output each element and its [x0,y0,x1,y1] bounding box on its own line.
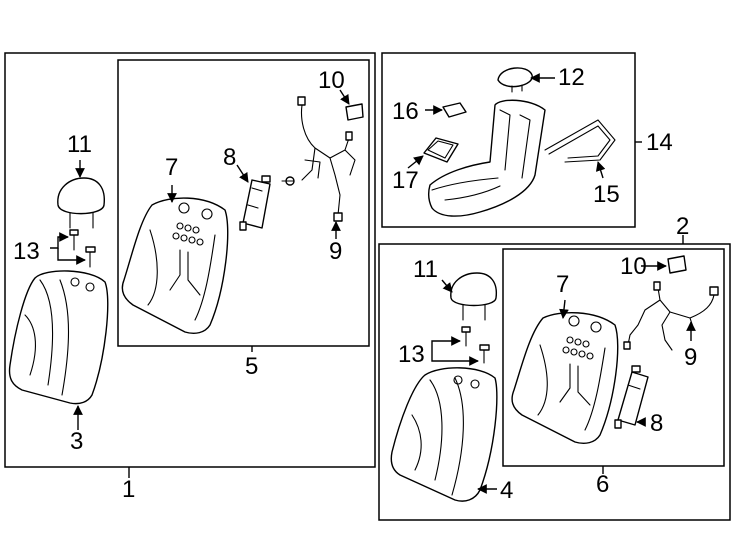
callout-10-top: 10 [318,67,345,94]
callout-17: 17 [392,167,419,194]
headrest-part-11-right [450,272,498,321]
callout-7-right: 7 [556,271,569,298]
leader-lines [50,73,696,494]
assembly-2-box [378,243,731,521]
seat-back-cover-part-4 [390,367,498,502]
callout-13-right: 13 [398,341,425,368]
bracket-wire-part-15 [544,119,616,163]
callout-8-right: 8 [650,410,663,437]
module-part-8-right [614,365,649,429]
callout-3: 3 [70,428,83,455]
assembly-5-box [117,59,370,347]
callout-1: 1 [122,476,135,503]
bolt-part-13-right [461,326,490,364]
callout-16: 16 [392,98,419,125]
assembly-1-box [4,52,376,468]
callout-14: 14 [646,129,673,156]
callout-4: 4 [500,477,513,504]
callout-10-right: 10 [620,253,647,280]
module-part-8-top [239,175,271,231]
seat-back-frame-part-7-top [121,197,229,334]
wiring-harness-part-9-right [623,281,719,351]
callout-11-left: 11 [67,131,92,158]
seat-back-frame-part-7-right [511,311,619,444]
callout-2: 2 [676,213,689,240]
callout-9-top: 9 [329,238,342,265]
armrest-part [427,99,546,217]
headrest-part-11-left [57,177,105,229]
clip-fastener-part [281,176,295,186]
cover-part-16 [442,102,467,118]
callout-5: 5 [245,353,258,380]
connector-part-10-right [667,255,687,274]
callout-7-top: 7 [165,154,178,181]
callout-13-left: 13 [13,238,40,265]
pad-part-17 [423,137,459,163]
connector-part-10-top [345,103,364,121]
seat-back-cover-part-3 [8,270,109,405]
callout-6: 6 [596,471,609,498]
callout-12: 12 [558,64,585,91]
assembly-6-box [502,248,725,467]
wiring-harness-part-9-top [297,96,356,222]
armrest-cap-part-12 [497,67,533,93]
callout-11-right: 11 [413,256,438,283]
armrest-assembly-14-box [381,52,636,228]
callout-8-top: 8 [223,144,236,171]
callout-15: 15 [593,181,620,208]
bolt-part-13-left [69,229,96,268]
callout-9-right: 9 [684,344,697,371]
